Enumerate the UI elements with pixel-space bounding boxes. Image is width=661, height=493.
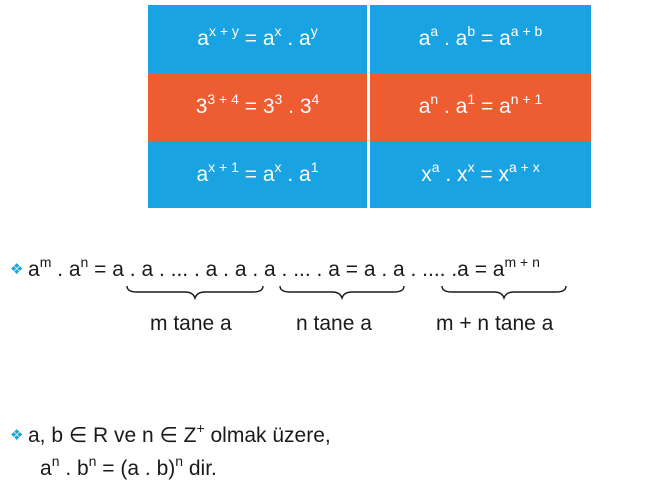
diamond-bullet-icon: ❖ bbox=[10, 427, 24, 444]
label-m-plus-n-tane-a: m + n tane a bbox=[436, 312, 554, 335]
underbrace-m bbox=[126, 285, 264, 300]
cell-text: xa . xx = xa + x bbox=[421, 158, 540, 186]
label-m-tane-a: m tane a bbox=[150, 312, 232, 335]
cell-text: an . a1 = an + 1 bbox=[418, 91, 543, 118]
underbrace-m-plus-n bbox=[441, 285, 567, 300]
rule-product-of-powers: ❖am . an = a . a . ... . a . a . a . ...… bbox=[10, 254, 540, 281]
table-cell-r3-left: ax + 1 = ax . a1 bbox=[148, 141, 370, 208]
table-cell-r2-left: 33 + 4 = 33 . 34 bbox=[148, 73, 370, 141]
rule-power-of-product: an . bn = (a . b)n dir. bbox=[40, 453, 217, 480]
table-cell-r3-right: xa . xx = xa + x bbox=[370, 141, 591, 208]
cell-text: ax + 1 = ax . a1 bbox=[196, 158, 319, 186]
underbrace-n bbox=[279, 285, 405, 300]
rule-condition-line: ❖a, b ∈ R ve n ∈ Z+ olmak üzere, bbox=[10, 420, 331, 447]
diamond-bullet-icon: ❖ bbox=[10, 261, 24, 278]
table-cell-r1-left: ax + y = ax . ay bbox=[148, 5, 370, 73]
cell-text: ax + y = ax . ay bbox=[197, 23, 318, 50]
cell-text: aa . ab = aa + b bbox=[418, 23, 543, 50]
cell-text: 33 + 4 = 33 . 34 bbox=[195, 91, 320, 118]
exponent-table: ax + y = ax . ay aa . ab = aa + b 33 + 4… bbox=[148, 5, 591, 208]
label-n-tane-a: n tane a bbox=[296, 312, 372, 335]
table-cell-r2-right: an . a1 = an + 1 bbox=[370, 73, 591, 141]
table-cell-r1-right: aa . ab = aa + b bbox=[370, 5, 591, 73]
